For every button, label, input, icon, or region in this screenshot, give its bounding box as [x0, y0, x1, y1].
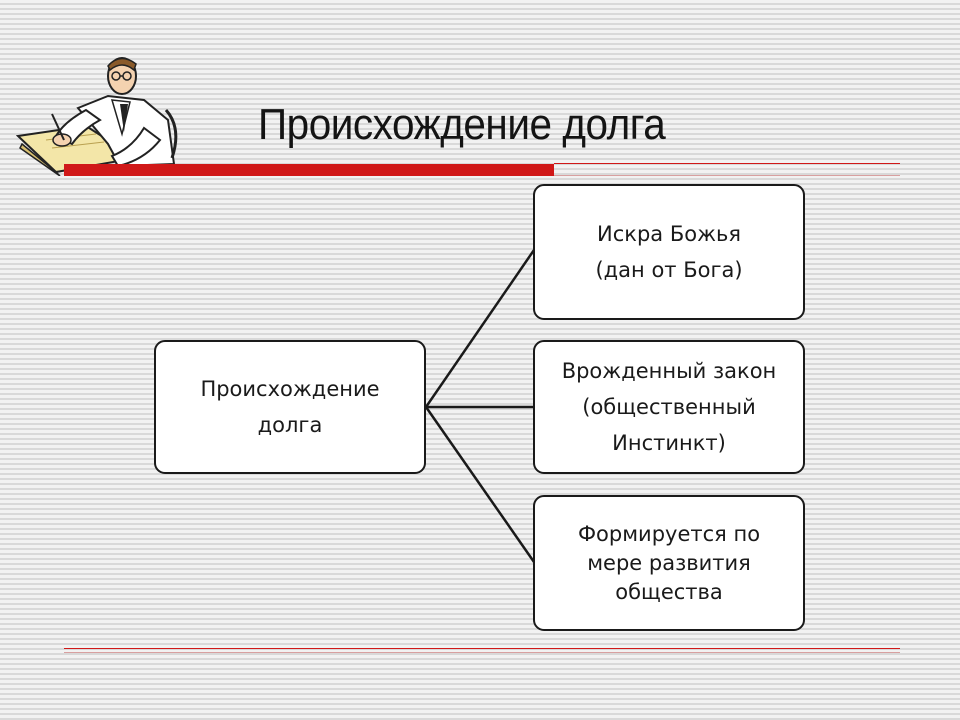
branch-3-line-1: Формируется по — [577, 521, 761, 546]
slide-title: Происхождение долга — [258, 100, 666, 149]
branch-node-divine-spark: Искра Божья (дан от Бога) — [533, 184, 805, 320]
branch-node-social-development: Формируется по мере развития общества — [533, 495, 805, 631]
root-node-line-1: Происхождение — [200, 377, 380, 401]
connector-to-branch-3 — [424, 406, 536, 563]
branch-2-line-3: Инстинкт) — [612, 431, 726, 455]
title-rule-line-secondary — [554, 175, 900, 176]
root-node-line-2: долга — [257, 413, 323, 437]
branch-1-line-1: Искра Божья — [597, 222, 741, 246]
branch-1-line-2: (дан от Бога) — [595, 258, 743, 282]
branch-3-line-2: мере развития — [587, 550, 751, 575]
root-node: Происхождение долга — [154, 340, 426, 474]
footer-rule-line-secondary — [64, 652, 900, 653]
title-rule-line — [554, 163, 900, 164]
scholar-writing-icon — [16, 57, 178, 176]
connector-to-branch-1 — [424, 249, 536, 408]
branch-node-innate-law: Врожденный закон (общественный Инстинкт) — [533, 340, 805, 474]
title-underline — [64, 164, 554, 176]
branch-3-line-3: общества — [615, 579, 723, 604]
branch-2-line-1: Врожденный закон — [561, 359, 777, 383]
footer-rule-line — [64, 648, 900, 649]
branch-2-line-2: (общественный — [582, 395, 756, 419]
